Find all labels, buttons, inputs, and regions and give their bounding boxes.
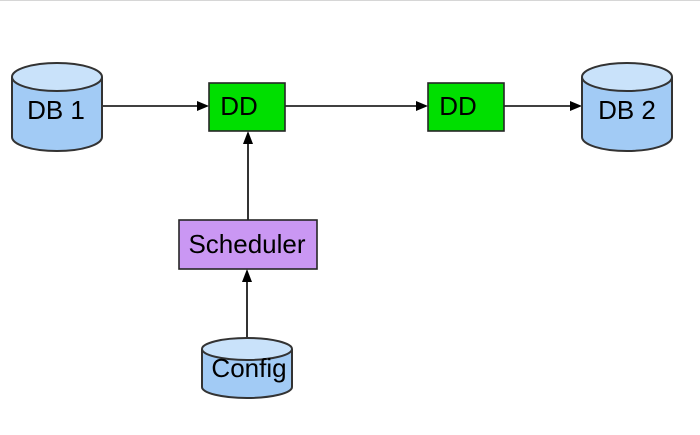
db1-cylinder: DB 1	[11, 62, 103, 152]
arrow-dd2-to-db2	[504, 101, 582, 111]
arrowhead-icon	[243, 131, 253, 144]
arrow-db1-to-dd1	[102, 101, 209, 111]
arrowhead-icon	[197, 101, 209, 111]
db2-label: DB 2	[598, 95, 656, 125]
db2-cylinder-body	[581, 77, 673, 152]
arrow-dd1-to-dd2	[285, 101, 428, 111]
config-cylinder-body	[201, 349, 293, 399]
arrowhead-icon	[242, 269, 252, 282]
config-cylinder: Config	[201, 337, 293, 399]
db2-cylinder-top	[581, 62, 673, 92]
dd1-box: DD	[208, 82, 286, 132]
dd1-label: DD	[220, 91, 258, 121]
db2-cylinder: DB 2	[581, 62, 673, 152]
config-cylinder-top	[201, 337, 293, 361]
dd1-box-shape	[208, 82, 286, 132]
scheduler-label: Scheduler	[188, 229, 305, 259]
arrowhead-icon	[570, 101, 582, 111]
scheduler-box: Scheduler	[178, 219, 318, 270]
scheduler-box-shape	[178, 219, 318, 270]
db1-label: DB 1	[27, 95, 85, 125]
db1-cylinder-body	[11, 77, 103, 152]
dd2-box-shape	[427, 82, 505, 132]
db1-cylinder-top	[11, 62, 103, 92]
dd2-box: DD	[427, 82, 505, 132]
config-label: Config	[211, 353, 286, 383]
arrow-scheduler-to-dd1	[243, 131, 253, 220]
arrowhead-icon	[416, 101, 428, 111]
arrow-config-to-scheduler	[242, 269, 252, 338]
dd2-label: DD	[439, 91, 477, 121]
